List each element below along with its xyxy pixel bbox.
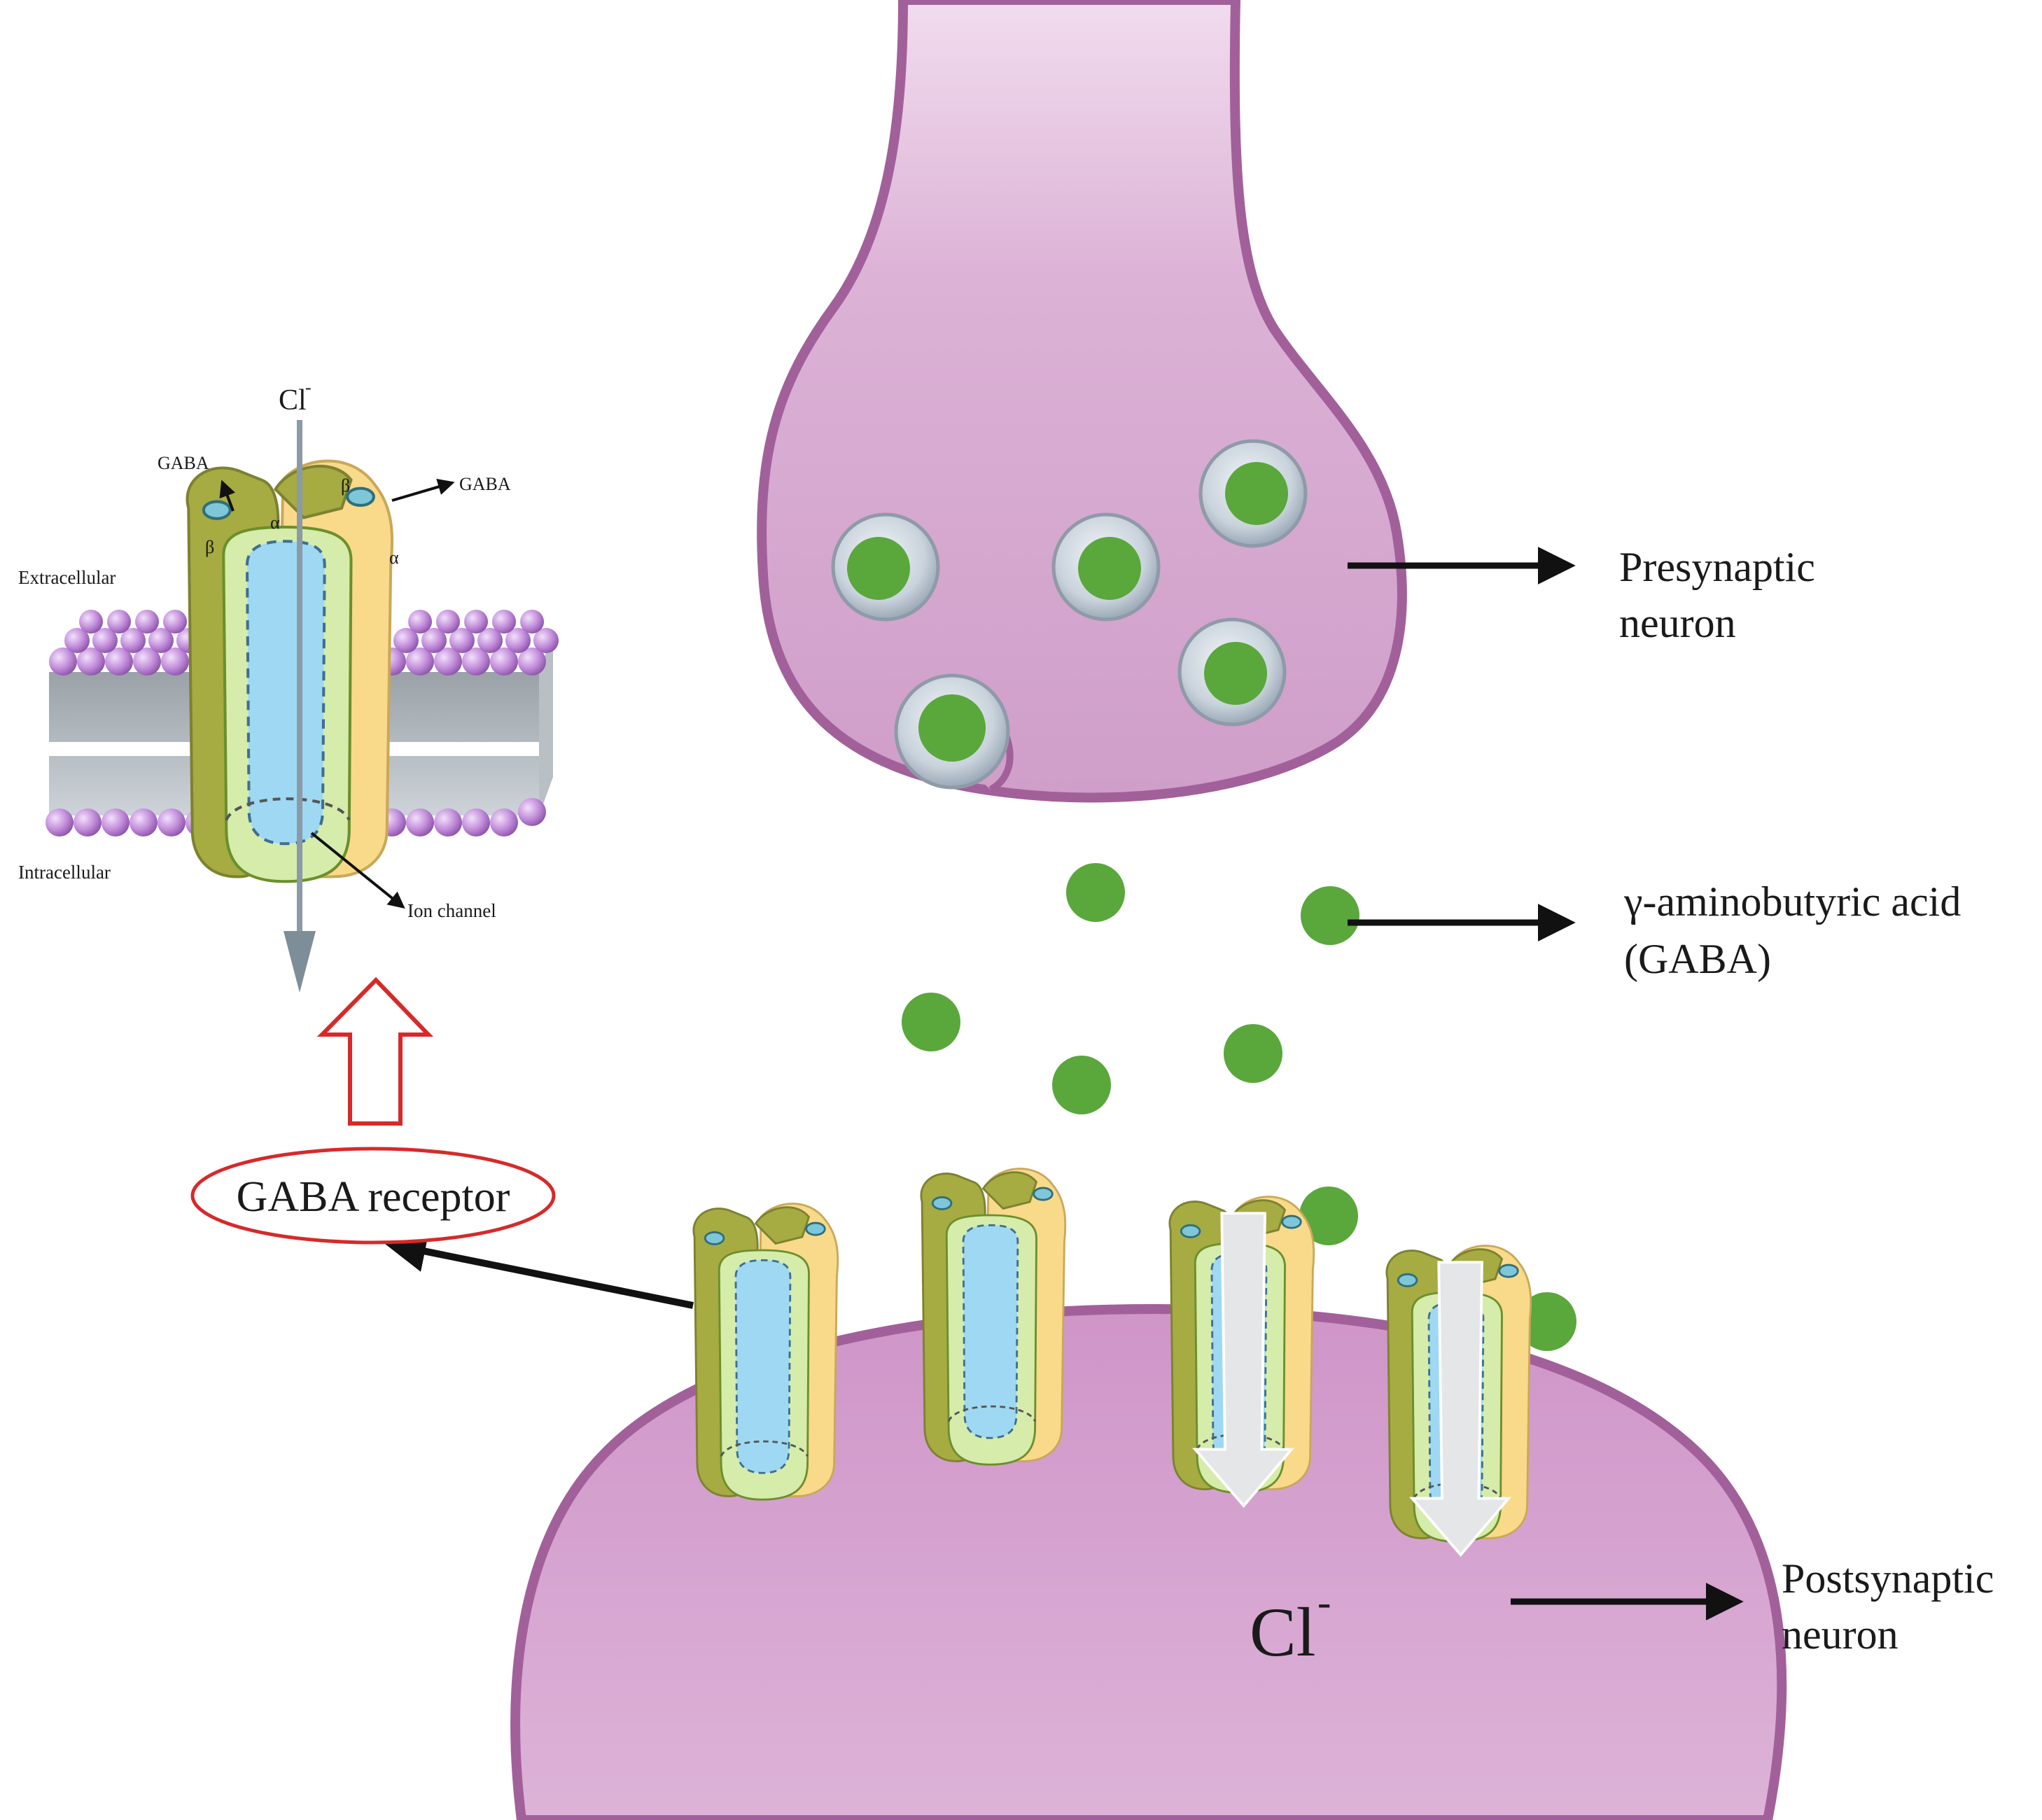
gaba-molecule bbox=[1301, 886, 1359, 945]
inset-extracellular: Extracellular bbox=[18, 567, 116, 588]
inset-gaba-right: GABA bbox=[459, 474, 511, 494]
gaba-receptor-open bbox=[1168, 1196, 1315, 1508]
gaba-receptor-closed bbox=[920, 1168, 1067, 1466]
fusing-vesicle bbox=[894, 673, 1014, 793]
chloride-flow-arrow bbox=[284, 420, 316, 993]
released-gaba-molecules bbox=[902, 863, 1576, 1351]
gaba-label-line2: (GABA) bbox=[1624, 936, 1771, 982]
gaba-label-line1: γ-aminobutyric acid bbox=[1623, 878, 1961, 925]
gaba-molecule bbox=[1299, 1186, 1358, 1245]
receptor-detail-inset: Cl - β α β α GABA GABA Extracellular Int… bbox=[18, 377, 559, 993]
inset-intracellular: Intracellular bbox=[18, 862, 111, 883]
presynaptic-label-line1: Presynaptic bbox=[1619, 544, 1815, 590]
inset-chloride-superscript: - bbox=[305, 377, 312, 398]
synaptic-vesicle bbox=[1198, 439, 1308, 548]
gaba-molecule bbox=[1052, 1056, 1111, 1114]
postsynaptic-label-line1: Postsynaptic bbox=[1782, 1555, 1994, 1602]
label-gaba: γ-aminobutyric acid (GABA) bbox=[1348, 878, 1961, 982]
presynaptic-neuron bbox=[757, 0, 1407, 803]
gaba-molecule bbox=[1518, 1292, 1576, 1351]
gaba-molecule bbox=[1066, 863, 1125, 922]
hollow-up-arrow bbox=[316, 976, 434, 1126]
receptor-callout: GABA receptor bbox=[190, 976, 694, 1309]
receptor-callout-label: GABA receptor bbox=[237, 1173, 510, 1221]
synaptic-vesicle bbox=[1051, 512, 1161, 622]
gaba-receptor-closed bbox=[692, 1203, 839, 1501]
gaba-receptor-open bbox=[1385, 1245, 1532, 1558]
chloride-label: Cl - bbox=[1250, 1579, 1331, 1671]
chloride-text: Cl bbox=[1250, 1593, 1315, 1671]
label-postsynaptic: Postsynaptic neuron bbox=[1511, 1555, 1994, 1658]
synaptic-vesicle bbox=[1177, 617, 1287, 727]
inset-alpha-left: α bbox=[270, 512, 280, 533]
receptor-detail bbox=[188, 461, 393, 882]
inset-ion-channel: Ion channel bbox=[407, 900, 496, 921]
synaptic-vesicle bbox=[831, 512, 940, 622]
postsynaptic-label-line2: neuron bbox=[1782, 1611, 1898, 1658]
inset-beta-left: β bbox=[205, 537, 214, 557]
presynaptic-label-line2: neuron bbox=[1619, 600, 1736, 646]
label-presynaptic: Presynaptic neuron bbox=[1348, 544, 1815, 646]
inset-gaba-left: GABA bbox=[158, 453, 209, 473]
gaba-molecule bbox=[902, 993, 960, 1051]
inset-chloride-text: Cl bbox=[279, 384, 307, 416]
inset-alpha-right: α bbox=[389, 547, 399, 568]
chloride-superscript: - bbox=[1317, 1579, 1331, 1625]
inset-beta-right: β bbox=[341, 475, 350, 496]
gaba-molecule bbox=[1224, 1024, 1282, 1083]
